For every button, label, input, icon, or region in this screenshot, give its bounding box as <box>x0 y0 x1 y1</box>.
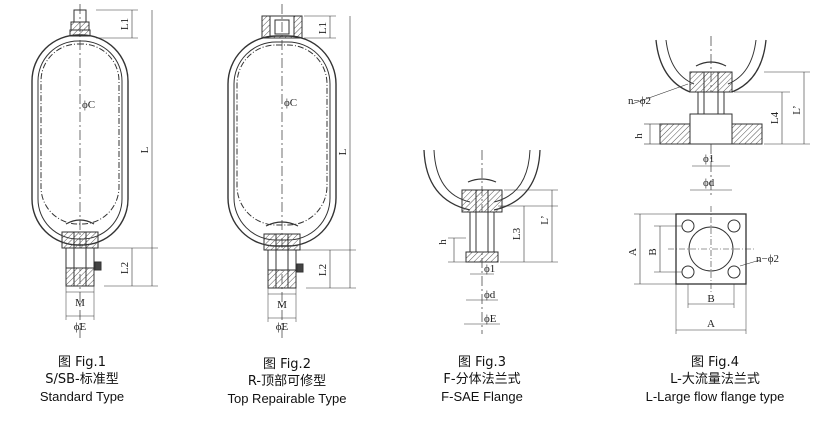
fig2-type-cn: R-顶部可修型 <box>247 374 327 389</box>
fig1-type-en: Standard Type <box>39 389 125 404</box>
fig4-label-A-horizontal: A <box>707 318 715 330</box>
fig3-drawing <box>423 149 558 334</box>
fig4-type-en: L-Large flow flange type <box>645 389 785 404</box>
fig3-label-phiE: ϕE <box>484 313 497 325</box>
fig3-number: 图 Fig.3 <box>458 355 506 370</box>
fig3-label-L3: L3 <box>511 227 523 240</box>
fig4-drawing <box>631 36 810 334</box>
fig4-label-n-phi2-flange: n−ϕ2 <box>756 253 779 265</box>
fig4-label-A-vertical: A <box>627 248 639 256</box>
fig2-number: 图 Fig.2 <box>263 357 311 372</box>
fig4-label-Lp: L’ <box>791 105 803 114</box>
fig3-label-h: h <box>437 239 449 245</box>
fig2-label-phiE: ϕE <box>276 321 289 333</box>
fig3-label-phi1: ϕ1 <box>484 263 495 275</box>
fig1-drawing <box>31 4 158 340</box>
fig4-label-n-phi2-top: n−ϕ2 <box>628 95 651 107</box>
fig2-label-M: M <box>277 299 287 311</box>
fig1-number: 图 Fig.1 <box>58 355 106 370</box>
fig1-label-phiC: ϕC <box>82 99 95 111</box>
fig2-type-en: Top Repairable Type <box>227 391 347 406</box>
fig1-label-L: L <box>139 146 151 153</box>
fig1-label-L2: L2 <box>119 262 131 274</box>
fig2-drawing <box>227 4 356 340</box>
fig2-caption: 图 Fig.2 R-顶部可修型 Top Repairable Type <box>212 356 362 407</box>
fig3-type-cn: F-分体法兰式 <box>443 372 521 387</box>
fig2-label-L1: L1 <box>317 22 329 34</box>
fig1-label-L1: L1 <box>119 18 131 30</box>
fig2-label-L: L <box>337 148 349 155</box>
fig4-type-cn: L-大流量法兰式 <box>670 372 760 387</box>
fig3-caption: 图 Fig.3 F-分体法兰式 F-SAE Flange <box>422 354 542 405</box>
fig4-label-h: h <box>633 133 645 139</box>
fig4-label-phi1: ϕ1 <box>703 153 714 165</box>
fig3-label-Lp: L’ <box>539 215 551 224</box>
fig3-type-en: F-SAE Flange <box>441 389 523 404</box>
fig1-label-M: M <box>75 297 85 309</box>
fig1-label-phiE: ϕE <box>74 321 87 333</box>
fig1-caption: 图 Fig.1 S/SB-标准型 Standard Type <box>22 354 142 405</box>
fig4-label-B-vertical: B <box>647 248 659 255</box>
fig3-label-phid: ϕd <box>484 289 496 301</box>
fig1-type-cn: S/SB-标准型 <box>45 372 119 387</box>
fig4-caption: 图 Fig.4 L-大流量法兰式 L-Large flow flange typ… <box>630 354 800 405</box>
fig4-label-L4: L4 <box>769 111 781 124</box>
fig4-label-B-horizontal: B <box>707 293 714 305</box>
fig2-label-phiC: ϕC <box>284 97 297 109</box>
fig4-number: 图 Fig.4 <box>691 355 739 370</box>
fig4-label-phid: ϕd <box>703 177 715 189</box>
fig2-label-L2: L2 <box>317 264 329 276</box>
